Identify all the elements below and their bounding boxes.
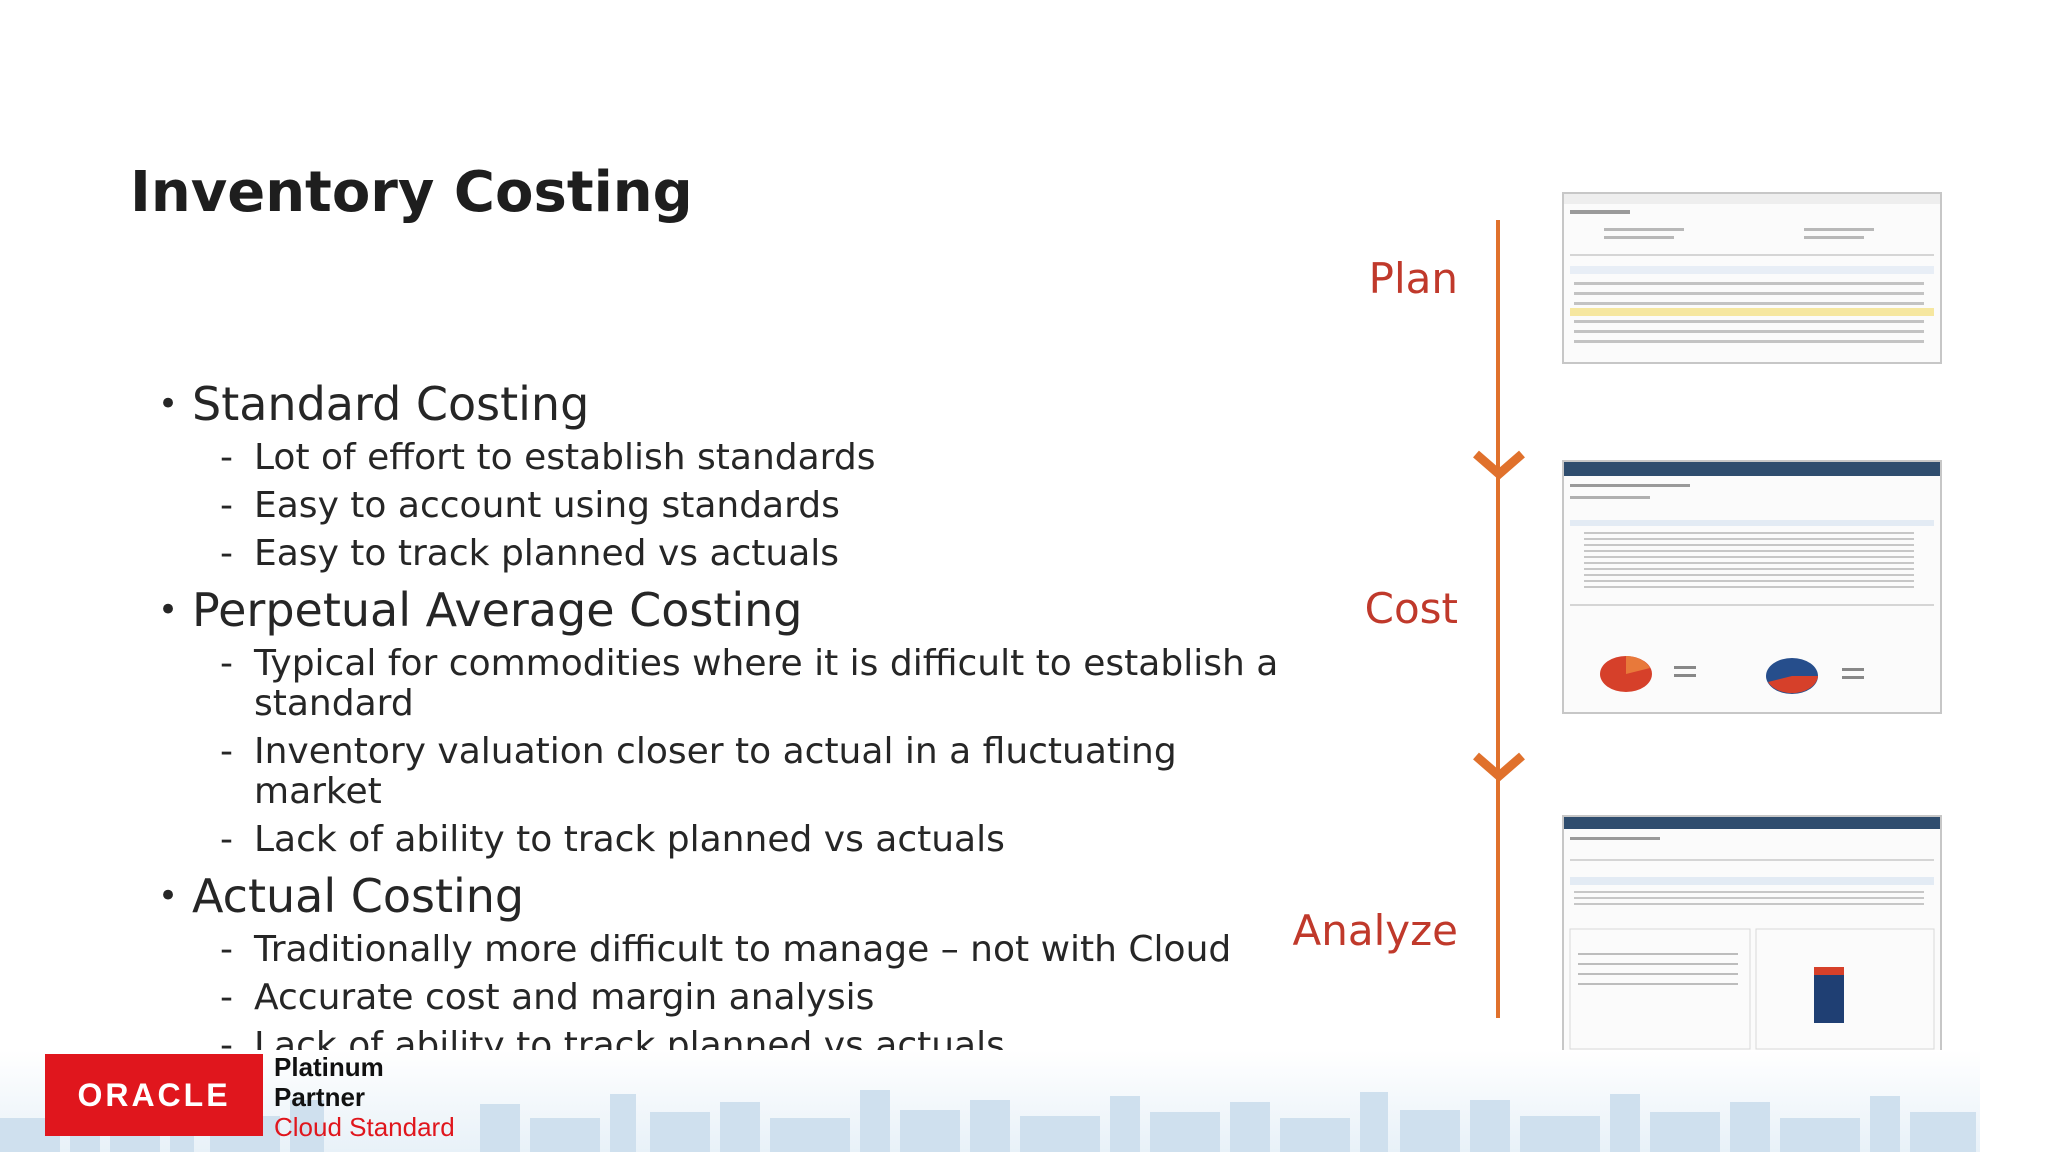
plan-screenshot-thumbnail	[1562, 192, 1942, 364]
oracle-logo: ORACLE	[45, 1054, 263, 1136]
sub-bullet: Easy to account using standards	[158, 486, 1298, 527]
flow-line	[1496, 220, 1500, 1018]
oracle-logo-text: ORACLE	[77, 1076, 231, 1113]
footer-banner	[0, 1050, 1980, 1152]
sub-bullet: Lack of ability to track planned vs actu…	[158, 820, 1298, 861]
sub-bullet: Inventory valuation closer to actual in …	[158, 732, 1298, 812]
bullet-actual-costing: Actual Costing	[158, 868, 1298, 924]
bullet-perpetual-average-costing: Perpetual Average Costing	[158, 582, 1298, 638]
sub-bullet: Easy to track planned vs actuals	[158, 534, 1298, 575]
stage-label-plan: Plan	[1368, 254, 1458, 303]
stage-label-cost: Cost	[1364, 584, 1458, 633]
chevron-down-icon	[1473, 752, 1525, 782]
city-skyline-graphic	[0, 1090, 1976, 1152]
sub-bullet: Traditionally more difficult to manage –…	[158, 930, 1298, 971]
sub-bullet: Typical for commodities where it is diff…	[158, 644, 1298, 724]
sub-bullet: Accurate cost and margin analysis	[158, 978, 1298, 1019]
partner-line-partner: Partner	[274, 1082, 366, 1112]
slide-title: Inventory Costing	[130, 160, 693, 225]
partner-line-platinum: Platinum	[274, 1052, 384, 1082]
sub-bullet: Lot of effort to establish standards	[158, 438, 1298, 479]
partner-line-cloud-standard: Cloud Standard	[274, 1112, 455, 1142]
bullet-list: Standard Costing Lot of effort to establ…	[158, 372, 1298, 1074]
cost-screenshot-thumbnail	[1562, 460, 1942, 714]
bullet-standard-costing: Standard Costing	[158, 376, 1298, 432]
partner-badge: Platinum Partner Cloud Standard	[274, 1052, 455, 1142]
analyze-screenshot-thumbnail	[1562, 815, 1942, 1057]
chevron-down-icon	[1473, 450, 1525, 480]
stage-label-analyze: Analyze	[1292, 906, 1459, 955]
